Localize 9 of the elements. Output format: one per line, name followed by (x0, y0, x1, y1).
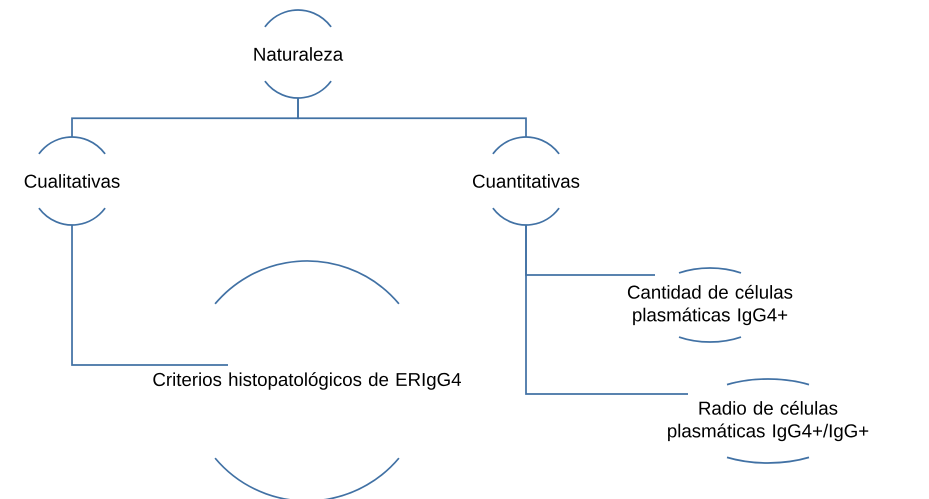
circle-node: Naturaleza (254, 9, 344, 99)
circle-node: Cuantitativas (473, 136, 580, 226)
circle-node: Cualitativas (24, 136, 120, 226)
connector (71, 225, 228, 366)
circle-node: Criterios histopatológicos de ERIgG4 (153, 260, 461, 499)
connector (525, 225, 688, 395)
connector (297, 98, 527, 137)
circle-node: Radio de células plasmáticas IgG4+/IgG+ (668, 378, 868, 464)
circle-node: Cantidad de células plasmáticas IgG4+ (628, 267, 792, 343)
